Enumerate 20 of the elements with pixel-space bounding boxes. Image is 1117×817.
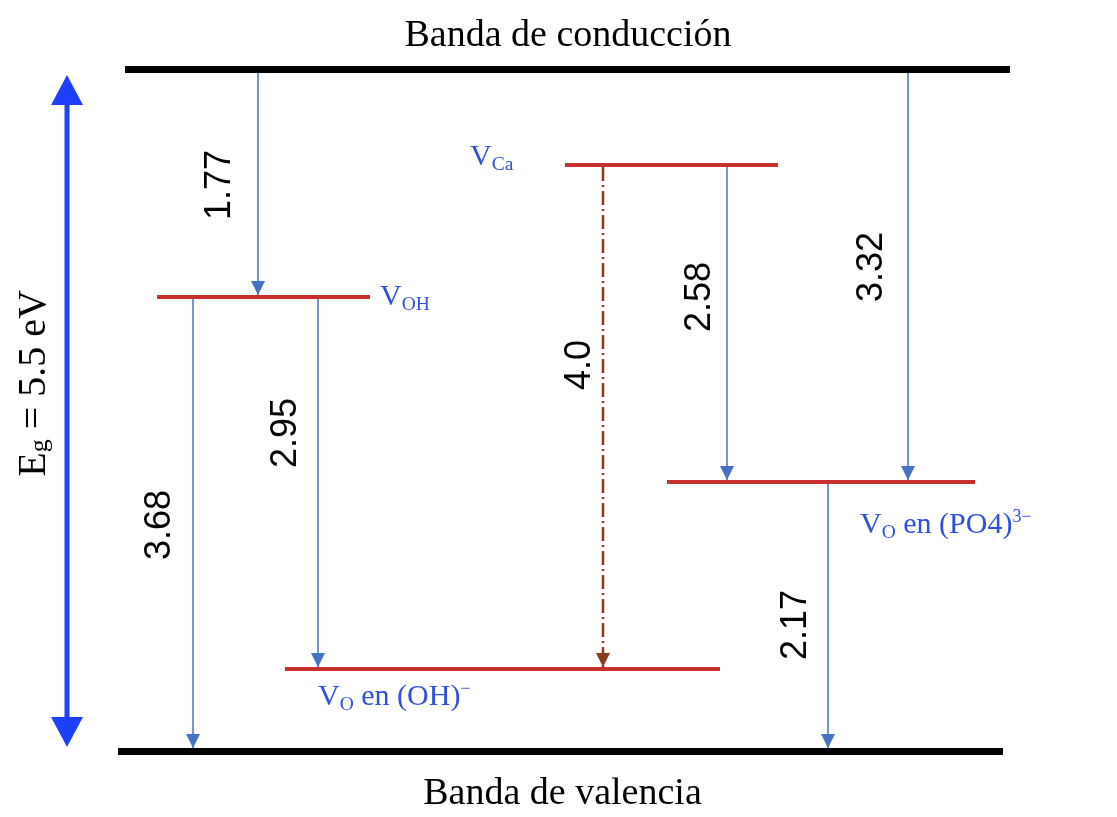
energy-value: 2.95 <box>266 398 302 469</box>
transition-arrow <box>186 298 200 749</box>
energy-value: 1.77 <box>200 150 236 221</box>
level-label: V$_{O}$ en (OH)$^{−}$ <box>318 679 471 714</box>
band-label: Banda de conducción <box>404 14 732 52</box>
level-label: V$_{Ca}$ <box>470 140 514 174</box>
energy-value: 4.0 <box>560 340 596 391</box>
transition-arrow <box>720 166 734 481</box>
energy-value: 3.68 <box>140 490 176 561</box>
transition-arrow <box>821 483 835 749</box>
level-label: V$_{OH}$ <box>380 280 430 314</box>
energy-value: 2.17 <box>776 590 812 661</box>
transition-arrow <box>311 298 325 668</box>
band-label: Banda de valencia <box>423 772 702 810</box>
transition-arrow <box>596 167 610 667</box>
transition-arrow <box>251 72 265 296</box>
level-label: V$_{O}$ en (PO4)$^{3−}$ <box>860 507 1032 542</box>
energy-value: 2.58 <box>680 262 716 333</box>
energy-value: 3.32 <box>852 232 888 303</box>
transition-arrow <box>901 72 915 481</box>
